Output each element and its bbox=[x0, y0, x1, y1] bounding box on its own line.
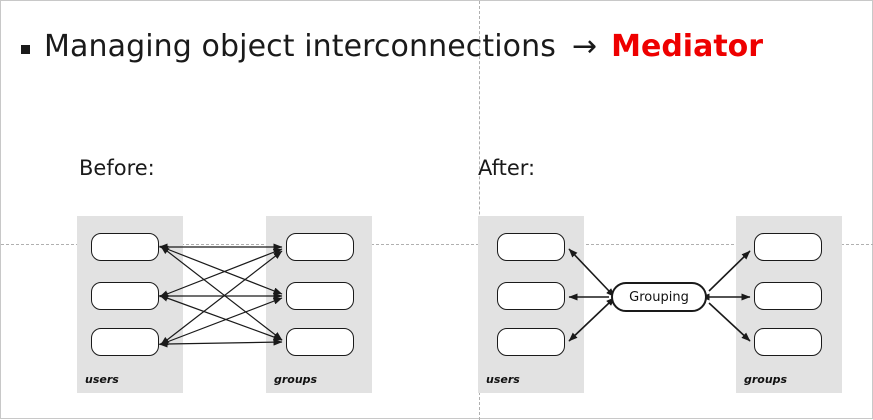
caption-before: Before: bbox=[79, 156, 155, 180]
before-user-node-2[interactable] bbox=[91, 282, 159, 310]
vertical-guide-line bbox=[479, 1, 480, 420]
mediator-node-grouping[interactable]: Grouping bbox=[611, 282, 707, 312]
pattern-name-label: Mediator bbox=[611, 29, 764, 64]
before-group-node-1[interactable] bbox=[286, 233, 354, 261]
before-users-panel-label: users bbox=[85, 373, 119, 386]
after-user-node-3[interactable] bbox=[497, 328, 565, 356]
page-title: Managing object interconnections bbox=[44, 29, 556, 64]
before-group-node-2[interactable] bbox=[286, 282, 354, 310]
before-group-node-3[interactable] bbox=[286, 328, 354, 356]
caption-after: After: bbox=[478, 156, 536, 180]
before-user-node-1[interactable] bbox=[91, 233, 159, 261]
after-user-node-2[interactable] bbox=[497, 282, 565, 310]
after-user-node-1[interactable] bbox=[497, 233, 565, 261]
title-bullet-row: Managing object interconnections → Media… bbox=[21, 29, 763, 64]
before-groups-panel-label: groups bbox=[274, 373, 318, 386]
right-arrow-icon: → bbox=[571, 29, 598, 64]
before-user-node-3[interactable] bbox=[91, 328, 159, 356]
after-group-node-3[interactable] bbox=[754, 328, 822, 356]
after-group-node-2[interactable] bbox=[754, 282, 822, 310]
after-group-node-1[interactable] bbox=[754, 233, 822, 261]
horizontal-guide-line bbox=[1, 244, 873, 245]
bullet-square-icon bbox=[21, 45, 30, 54]
after-groups-panel-label: groups bbox=[744, 373, 788, 386]
after-users-panel-label: users bbox=[486, 373, 520, 386]
